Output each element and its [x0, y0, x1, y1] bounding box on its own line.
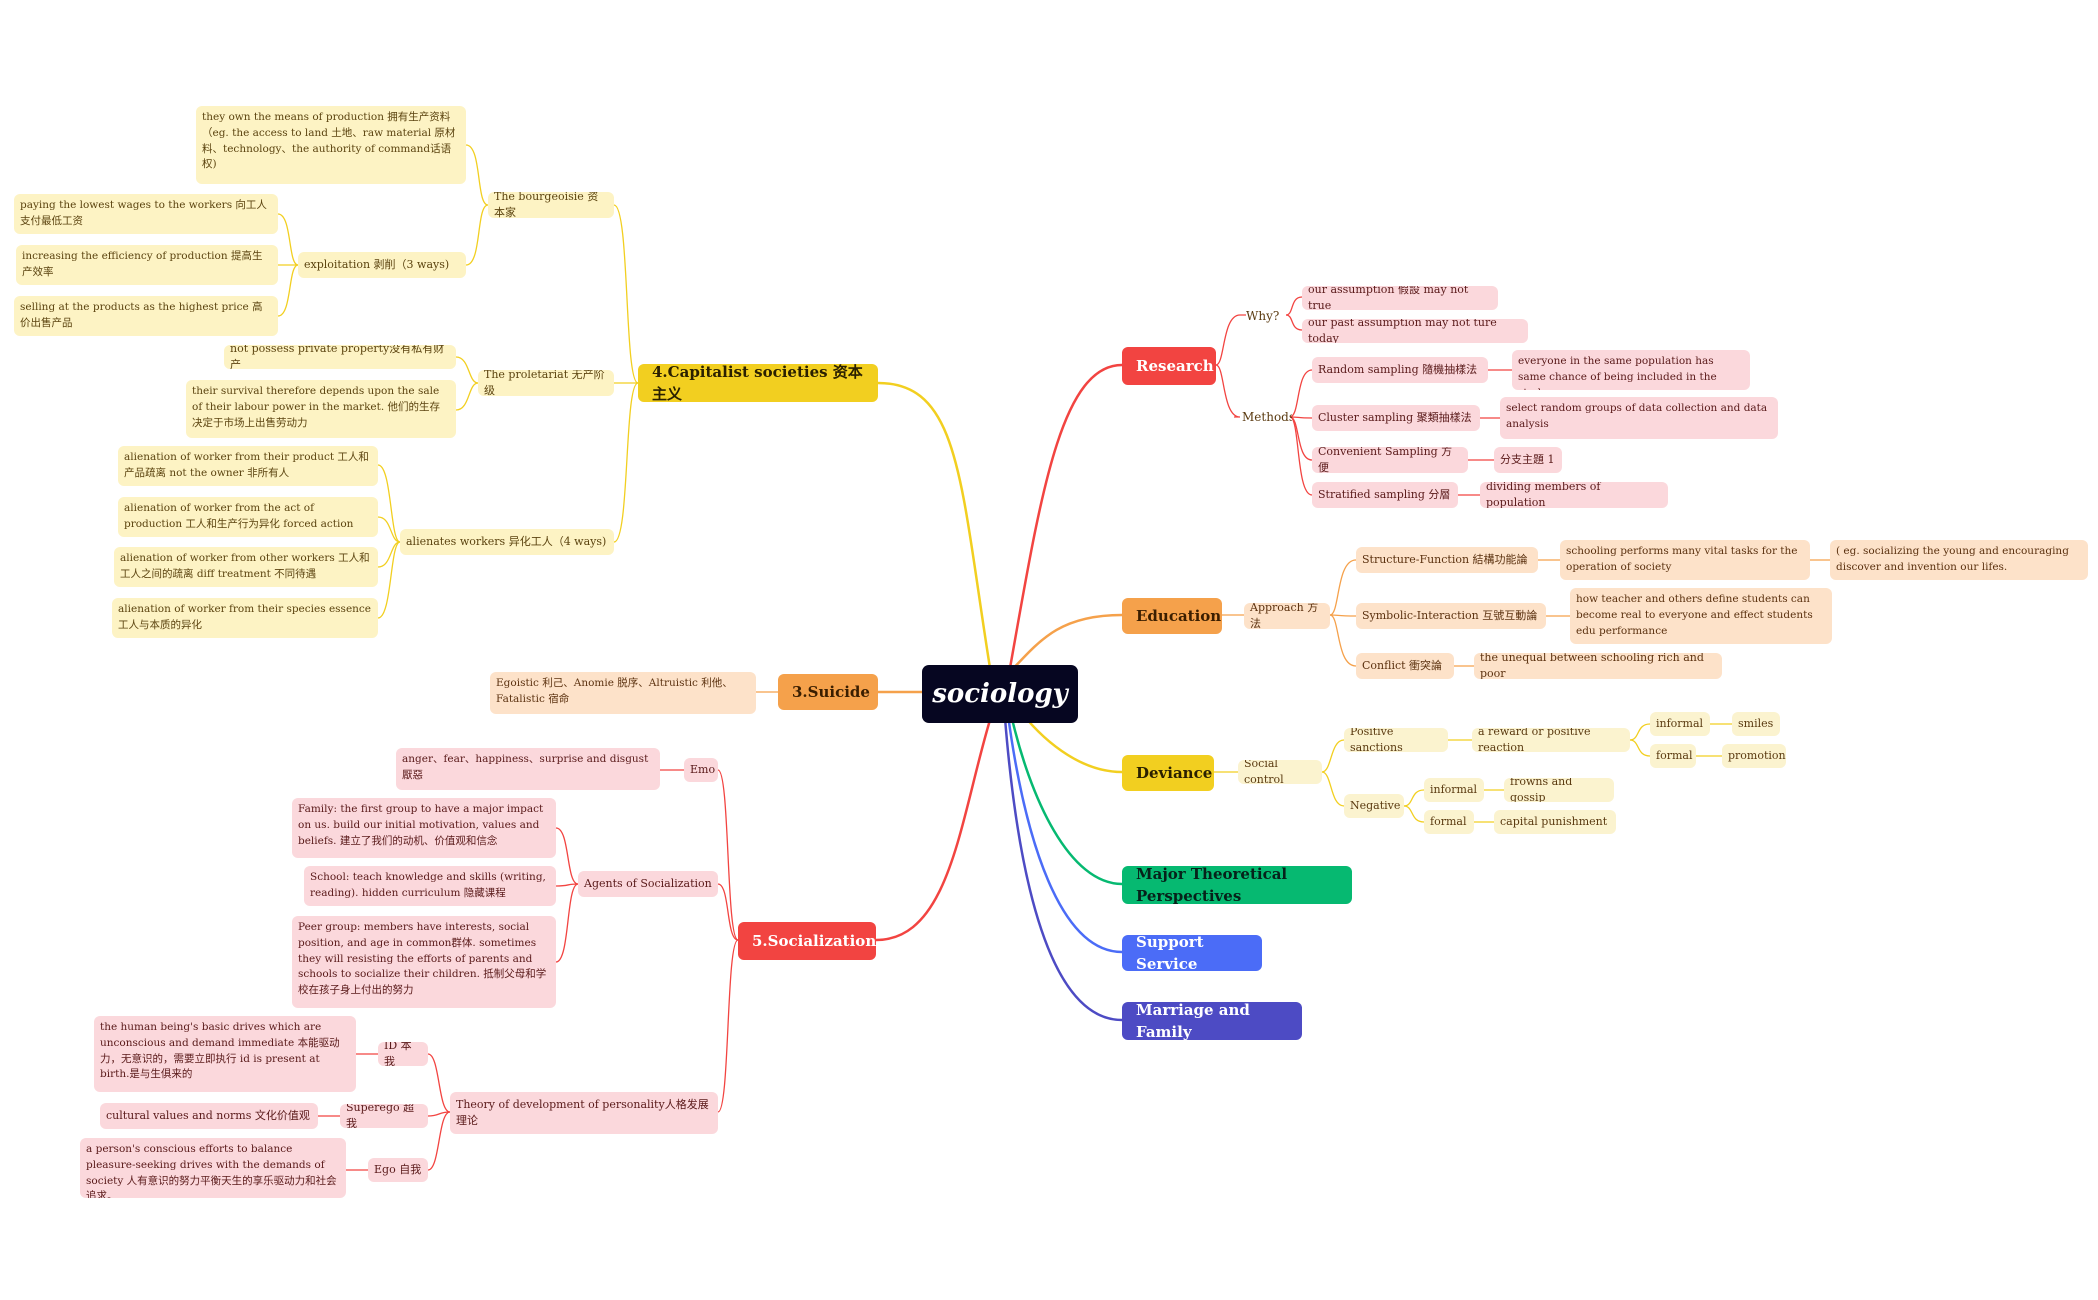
- method-convenient-sampling[interactable]: Convenient Sampling 方便: [1312, 447, 1468, 473]
- bourgeoisie-own-means[interactable]: they own the means of production 拥有生产资料（…: [196, 106, 466, 184]
- deviance-frowns[interactable]: frowns and gossip: [1504, 778, 1614, 802]
- deviance-promotion[interactable]: promotion: [1722, 744, 1786, 768]
- id-detail[interactable]: the human being's basic drives which are…: [94, 1016, 356, 1092]
- method-random-sampling[interactable]: Random sampling 隨機抽樣法: [1312, 357, 1488, 383]
- exploitation-way-3[interactable]: selling at the products as the highest p…: [14, 296, 278, 336]
- capitalist-proletariat[interactable]: The proletariat 无产阶级: [478, 370, 614, 396]
- socialization-agents[interactable]: Agents of Socialization: [578, 871, 718, 897]
- superego-detail[interactable]: cultural values and norms 文化价值观: [100, 1103, 318, 1129]
- capitalist-bourgeoisie[interactable]: The bourgeoisie 资本家: [488, 192, 614, 218]
- suicide-types[interactable]: Egoistic 利己、Anomie 脱序、Altruistic 利他、Fata…: [490, 672, 756, 714]
- branch-marriage-family[interactable]: Marriage and Family: [1122, 1002, 1302, 1040]
- deviance-negative-formal[interactable]: formal: [1424, 810, 1474, 834]
- alienation-4[interactable]: alienation of worker from their species …: [112, 598, 378, 638]
- research-why-item-1[interactable]: our assumption 假設 may not true: [1302, 286, 1498, 310]
- branch-theoretical-perspectives[interactable]: Major Theoretical Perspectives: [1122, 866, 1352, 904]
- research-methods[interactable]: Methods: [1242, 410, 1292, 424]
- conflict-detail[interactable]: the unequal between schooling rich and p…: [1474, 653, 1722, 679]
- branch-capitalist-societies[interactable]: 4.Capitalist societies 资本主义: [638, 364, 878, 402]
- approach-symbolic-interaction[interactable]: Symbolic-Interaction 互號互動論: [1356, 603, 1546, 629]
- symbolic-interaction-detail[interactable]: how teacher and others define students c…: [1570, 588, 1832, 644]
- branch-research[interactable]: Research: [1122, 347, 1216, 385]
- deviance-positive-formal[interactable]: formal: [1650, 744, 1696, 768]
- branch-deviance[interactable]: Deviance: [1122, 755, 1214, 791]
- method-stratified-detail[interactable]: dividing members of population: [1480, 482, 1668, 508]
- proletariat-survival[interactable]: their survival therefore depends upon th…: [186, 380, 456, 438]
- capitalist-alienates-workers[interactable]: alienates workers 异化工人（4 ways): [400, 529, 614, 555]
- education-approach[interactable]: Approach 方法: [1244, 603, 1330, 629]
- branch-socialization[interactable]: 5.Socialization: [738, 922, 876, 960]
- deviance-negative-informal[interactable]: informal: [1424, 778, 1484, 802]
- emo-detail[interactable]: anger、fear、happiness、surprise and disgus…: [396, 748, 660, 790]
- approach-structure-function[interactable]: Structure-Function 結構功能論: [1356, 547, 1538, 573]
- deviance-smiles[interactable]: smiles: [1732, 712, 1780, 736]
- alienation-1[interactable]: alienation of worker from their product …: [118, 446, 378, 486]
- deviance-capital-punishment[interactable]: capital punishment: [1494, 810, 1616, 834]
- method-cluster-sampling[interactable]: Cluster sampling 聚類抽樣法: [1312, 405, 1480, 431]
- personality-ego[interactable]: Ego 自我: [368, 1158, 428, 1182]
- agent-school[interactable]: School: teach knowledge and skills (writ…: [304, 866, 556, 906]
- research-why-item-2[interactable]: our past assumption may not ture today: [1302, 319, 1528, 343]
- agent-peer-group[interactable]: Peer group: members have interests, soci…: [292, 916, 556, 1008]
- root-node[interactable]: sociology: [922, 665, 1078, 723]
- method-random-detail[interactable]: everyone in the same population has same…: [1512, 350, 1750, 390]
- deviance-social-control[interactable]: Social control: [1238, 760, 1322, 784]
- exploitation-way-1[interactable]: paying the lowest wages to the workers 向…: [14, 194, 278, 234]
- structure-function-detail[interactable]: schooling performs many vital tasks for …: [1560, 540, 1810, 580]
- structure-function-example[interactable]: ( eg. socializing the young and encourag…: [1830, 540, 2088, 580]
- bourgeoisie-exploitation[interactable]: exploitation 剥削（3 ways): [298, 252, 466, 278]
- exploitation-way-2[interactable]: increasing the efficiency of production …: [16, 245, 278, 285]
- socialization-emo[interactable]: Emo: [684, 758, 718, 782]
- deviance-positive-sanctions[interactable]: Positive sanctions: [1344, 728, 1448, 752]
- alienation-3[interactable]: alienation of worker from other workers …: [114, 547, 378, 587]
- branch-support-service[interactable]: Support Service: [1122, 935, 1262, 971]
- personality-id[interactable]: ID 本我: [378, 1042, 428, 1066]
- proletariat-no-property[interactable]: not possess private property没有私有财产: [224, 345, 456, 369]
- deviance-reward[interactable]: a reward or positive reaction: [1472, 728, 1630, 752]
- personality-superego[interactable]: Superego 超我: [340, 1104, 428, 1128]
- deviance-negative[interactable]: Negative: [1344, 794, 1404, 818]
- ego-detail[interactable]: a person's conscious efforts to balance …: [80, 1138, 346, 1198]
- branch-suicide[interactable]: 3.Suicide: [778, 674, 878, 710]
- method-cluster-detail[interactable]: select random groups of data collection …: [1500, 397, 1778, 439]
- agent-family[interactable]: Family: the first group to have a major …: [292, 798, 556, 858]
- deviance-positive-informal[interactable]: informal: [1650, 712, 1710, 736]
- method-convenient-detail[interactable]: 分支主題 1: [1494, 447, 1562, 473]
- branch-education[interactable]: Education: [1122, 598, 1222, 634]
- research-why[interactable]: Why?: [1246, 309, 1280, 323]
- method-stratified-sampling[interactable]: Stratified sampling 分層: [1312, 482, 1458, 508]
- approach-conflict[interactable]: Conflict 衝突論: [1356, 653, 1454, 679]
- alienation-2[interactable]: alienation of worker from the act of pro…: [118, 497, 378, 537]
- socialization-personality-theory[interactable]: Theory of development of personality人格发展…: [450, 1092, 718, 1134]
